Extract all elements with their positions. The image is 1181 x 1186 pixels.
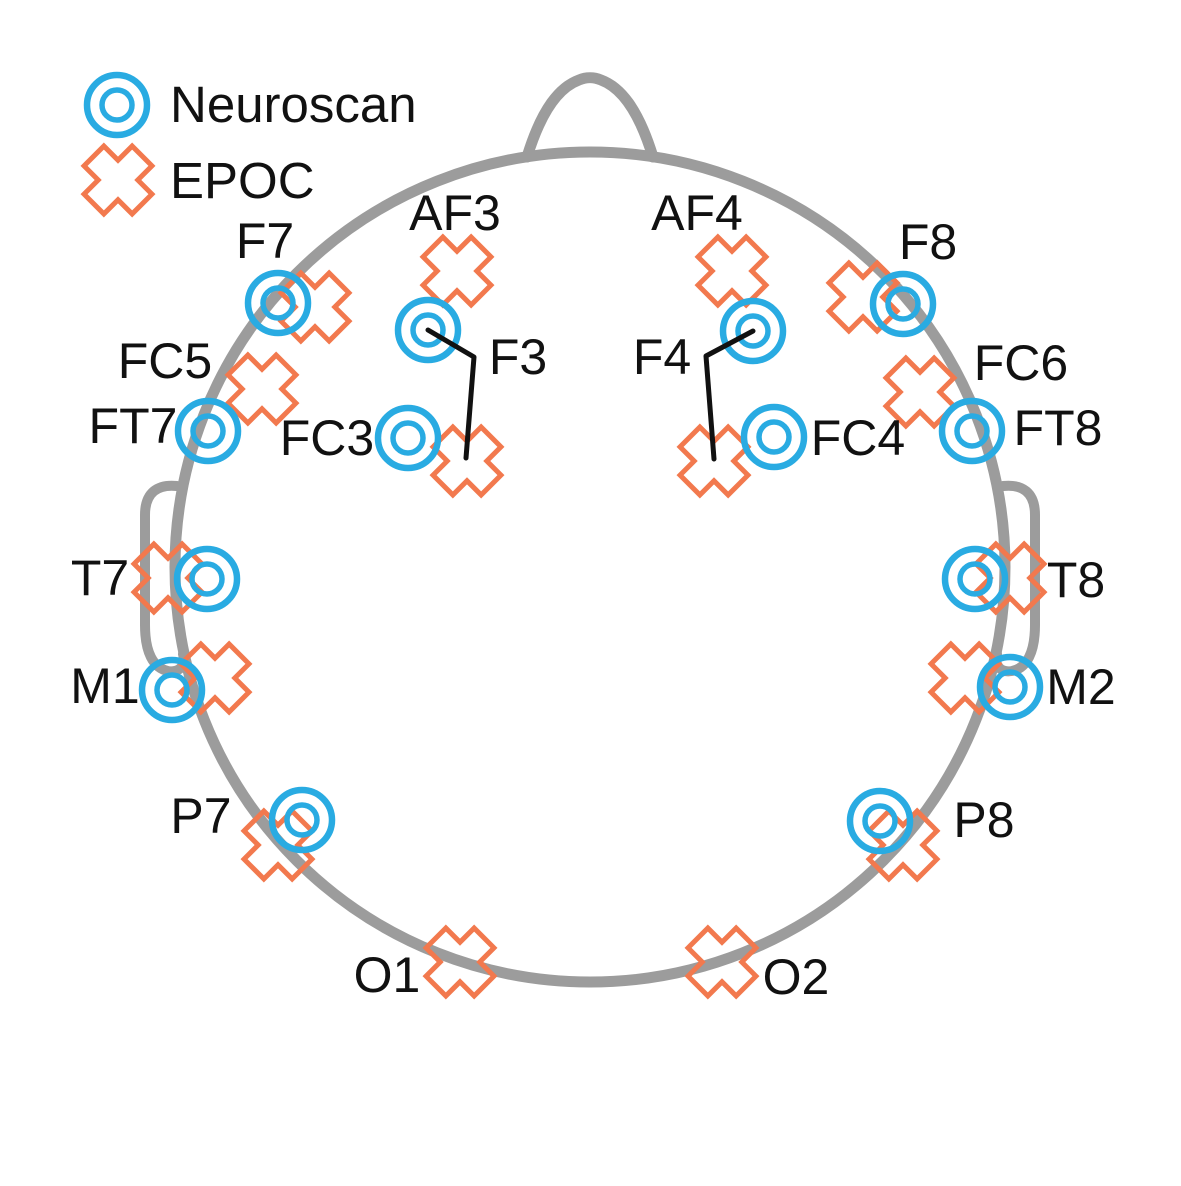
electrode-label-m1: M1 <box>70 658 139 714</box>
electrode-f7-neuroscan-circle-icon <box>248 273 308 333</box>
legend-neuroscan-label: Neuroscan <box>170 76 417 133</box>
electrode-label-f8: F8 <box>899 214 957 270</box>
electrode-label-ft7: FT7 <box>89 398 178 454</box>
electrode-t8-neuroscan-circle-icon <box>945 549 1005 609</box>
nose <box>521 72 659 163</box>
electrode-label-af4: AF4 <box>651 185 743 241</box>
electrode-label-fc6: FC6 <box>974 335 1068 391</box>
electrode-label-ft8: FT8 <box>1014 400 1103 456</box>
electrode-label-f7: F7 <box>236 213 294 269</box>
legend-epoc-label: EPOC <box>170 152 315 209</box>
electrode-label-f3: F3 <box>489 329 547 385</box>
electrode-f8-neuroscan-circle-icon <box>873 274 933 334</box>
leader-line-f3 <box>425 327 477 461</box>
electrode-label-af3: AF3 <box>409 185 501 241</box>
electrode-label-fc4: FC4 <box>811 410 905 466</box>
electrode-label-fc5: FC5 <box>118 333 212 389</box>
electrode-label-f4: F4 <box>633 329 691 385</box>
right-ear <box>991 480 1040 677</box>
electrode-label-o2: O2 <box>763 949 830 1005</box>
neuroscan-double-circle-icon <box>87 75 147 135</box>
electrode-fc3-neuroscan-circle-icon <box>378 408 438 468</box>
left-ear <box>140 480 189 677</box>
epoc-cross-icon <box>70 132 166 228</box>
epoc-markers-layer <box>120 223 1058 1010</box>
legend: Neuroscan EPOC <box>70 75 417 228</box>
electrode-label-t7: T7 <box>71 550 129 606</box>
electrode-label-t8: T8 <box>1047 552 1105 608</box>
electrode-label-fc3: FC3 <box>280 410 374 466</box>
electrode-fc4-neuroscan-circle-icon <box>744 407 804 467</box>
electrode-label-m2: M2 <box>1046 659 1115 715</box>
electrode-label-o1: O1 <box>354 947 421 1003</box>
electrode-label-p7: P7 <box>170 788 231 844</box>
electrode-label-p8: P8 <box>953 792 1014 848</box>
leader-line-f4 <box>703 328 756 462</box>
leader-lines-layer <box>425 327 756 462</box>
